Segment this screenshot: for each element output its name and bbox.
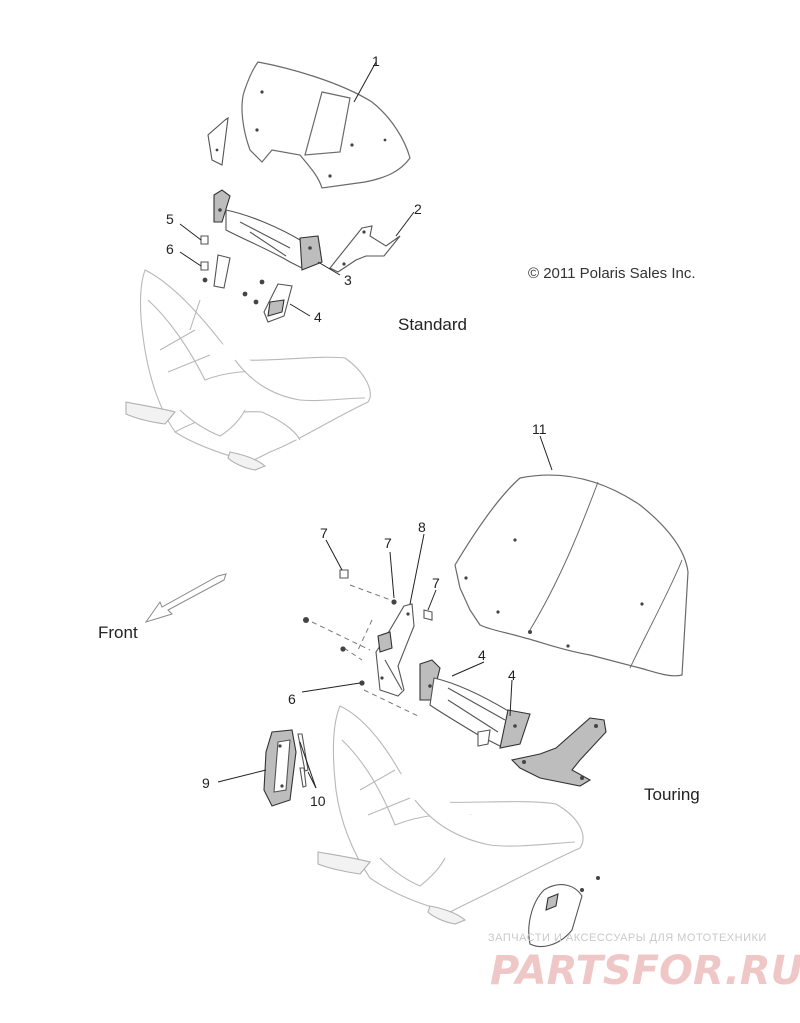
callout-8: 8 <box>418 519 426 535</box>
side-deflector-touring <box>510 717 607 787</box>
callout-1: 1 <box>372 53 380 69</box>
callout-11: 11 <box>532 421 547 437</box>
callout-4: 4 <box>314 309 322 325</box>
windshield-touring <box>454 474 689 677</box>
standard-assembly: 1 2 3 4 5 6 <box>125 53 422 471</box>
side-panel-touring <box>263 729 297 807</box>
hardware-standard <box>200 235 265 305</box>
callout-2: 2 <box>414 201 422 217</box>
callout-7-a: 7 <box>320 525 328 541</box>
callout-9: 9 <box>202 775 210 791</box>
fairing-ghost-lower <box>317 705 584 925</box>
callout-7-c: 7 <box>432 575 440 591</box>
callout-3: 3 <box>344 272 352 288</box>
callout-5: 5 <box>166 211 174 227</box>
copyright-text: © 2011 Polaris Sales Inc. <box>528 265 696 282</box>
front-direction-arrow <box>144 573 227 623</box>
callout-6-b: 6 <box>288 691 296 707</box>
label-standard: Standard <box>398 315 467 334</box>
lower-bracket-touring <box>419 659 531 749</box>
callout-10: 10 <box>310 793 326 809</box>
callout-6: 6 <box>166 241 174 257</box>
clip-standard <box>263 283 293 323</box>
mount-bracket-touring <box>375 603 415 697</box>
callout-4-b: 4 <box>478 647 486 663</box>
label-touring: Touring <box>644 785 700 804</box>
side-deflector-standard <box>329 225 401 273</box>
touring-assembly: 11 7 7 7 8 4 4 6 9 10 <box>202 421 689 948</box>
watermark-brand: PARTSFOR.RU <box>490 948 800 994</box>
fairing-ghost-upper <box>125 269 371 471</box>
side-trim-left <box>207 116 229 166</box>
label-front: Front <box>98 623 138 642</box>
windshield-standard <box>241 61 411 189</box>
hardware-touring <box>303 569 433 686</box>
callout-7-b: 7 <box>384 535 392 551</box>
watermark-tagline: ЗАПЧАСТИ И АКСЕССУАРЫ ДЛЯ МОТОТЕХНИКИ <box>488 932 767 944</box>
mount-bracket-standard <box>213 189 323 271</box>
callout-4-c: 4 <box>508 667 516 683</box>
mirror-housing-touring <box>528 876 600 948</box>
